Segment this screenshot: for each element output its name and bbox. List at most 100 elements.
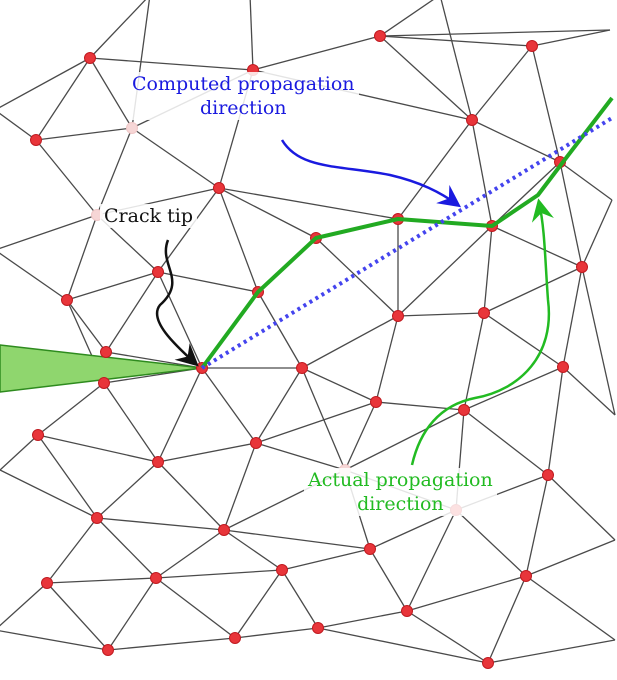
mesh-node [30, 134, 42, 146]
mesh-edge [547, 366, 564, 476]
mesh-node [370, 396, 382, 408]
computed-propagation-line [200, 116, 614, 370]
mesh-edge [0, 582, 48, 627]
mesh-edge [35, 139, 98, 216]
mesh-edge [463, 366, 564, 411]
mesh-edge [0, 112, 37, 141]
mesh-edge [105, 271, 159, 353]
mesh-edge [379, 29, 611, 37]
crack-tip-arrow [155, 239, 199, 367]
mesh-edge [463, 312, 485, 411]
mesh-edge [483, 266, 583, 314]
actual-direction-label-line2: direction [357, 493, 444, 515]
mesh-node [576, 261, 588, 273]
mesh-edge [223, 529, 371, 550]
mesh-edge [223, 529, 283, 571]
mesh-edge [0, 57, 91, 109]
mesh-edge [379, 35, 533, 47]
actual-propagation-path [200, 96, 614, 370]
mesh-edge [369, 548, 408, 612]
mesh-edge [255, 367, 303, 444]
mesh-edge [547, 474, 616, 541]
mesh-edge [157, 271, 259, 293]
mesh-edge [562, 366, 616, 416]
mesh-edge [397, 225, 493, 317]
mesh-edge [234, 569, 283, 639]
mesh-edge [397, 312, 485, 317]
mesh-edge [471, 45, 533, 121]
mesh-node [229, 632, 241, 644]
mesh-edge [406, 575, 527, 612]
mesh-edge [531, 45, 561, 163]
mesh-node [557, 361, 569, 373]
mesh-edge [379, 0, 434, 37]
mesh-edge [255, 401, 377, 444]
mesh-edge [440, 0, 473, 121]
mesh-edge [0, 434, 39, 471]
mesh-edge [344, 409, 465, 471]
mesh-edge [559, 161, 583, 268]
mesh-node [98, 377, 110, 389]
mesh-edge [96, 517, 225, 531]
mesh-node [91, 512, 103, 524]
computed-direction-label-line1: Computed propagation [132, 73, 355, 95]
mesh-edge [103, 382, 159, 463]
mesh-edge [35, 57, 91, 141]
mesh-edge [234, 627, 319, 639]
mesh-node [542, 469, 554, 481]
mesh-edge [107, 577, 157, 651]
mesh-edge [252, 35, 381, 71]
mesh-node [392, 310, 404, 322]
mesh-edge [218, 187, 259, 293]
mesh-node [458, 404, 470, 416]
mesh-node [150, 572, 162, 584]
mesh-edge [281, 569, 319, 629]
mesh-edge [471, 119, 493, 227]
mesh-edge [66, 299, 107, 353]
mesh-edge [96, 461, 159, 519]
mesh-node [526, 40, 538, 52]
mesh-edge [157, 461, 225, 531]
mesh-edge [249, 0, 254, 71]
mesh-edge [559, 161, 613, 201]
mesh-edge [218, 187, 317, 239]
mesh-node [152, 266, 164, 278]
mesh-edge [315, 237, 399, 317]
mesh-edge [155, 529, 225, 579]
actual-direction-label: Actual propagation direction [304, 468, 497, 516]
mesh-node [296, 362, 308, 374]
mesh-node [152, 456, 164, 468]
mesh-edge [406, 509, 457, 612]
mesh-node [374, 30, 386, 42]
mesh-node [41, 577, 53, 589]
mesh-edge [531, 29, 611, 47]
actual-direction-label-line1: Actual propagation [308, 469, 493, 491]
mesh-edge [471, 119, 561, 163]
mesh-edge [581, 199, 613, 268]
mesh-node [218, 524, 230, 536]
computed-direction-arrow [280, 139, 462, 208]
mesh-edge [131, 127, 220, 189]
mesh-edge [317, 627, 489, 664]
mesh-edge [255, 442, 346, 471]
mesh-edge [483, 225, 493, 314]
mesh-edge [525, 575, 616, 641]
mesh-edge [406, 610, 489, 664]
mesh-edge [155, 577, 236, 639]
mesh-edge [35, 127, 133, 141]
mesh-node [84, 52, 96, 64]
mesh-edge [89, 57, 254, 71]
mesh-edge [66, 271, 159, 301]
mesh-node [364, 543, 376, 555]
mesh-node [32, 429, 44, 441]
mesh-node [482, 657, 494, 669]
mesh-edge [89, 0, 147, 59]
mesh-edge [66, 214, 98, 301]
mesh-edge [157, 367, 203, 463]
mesh-edge [37, 434, 159, 463]
mesh-edge [0, 469, 98, 519]
mesh-edge [317, 610, 408, 629]
mesh-edge [491, 225, 583, 268]
